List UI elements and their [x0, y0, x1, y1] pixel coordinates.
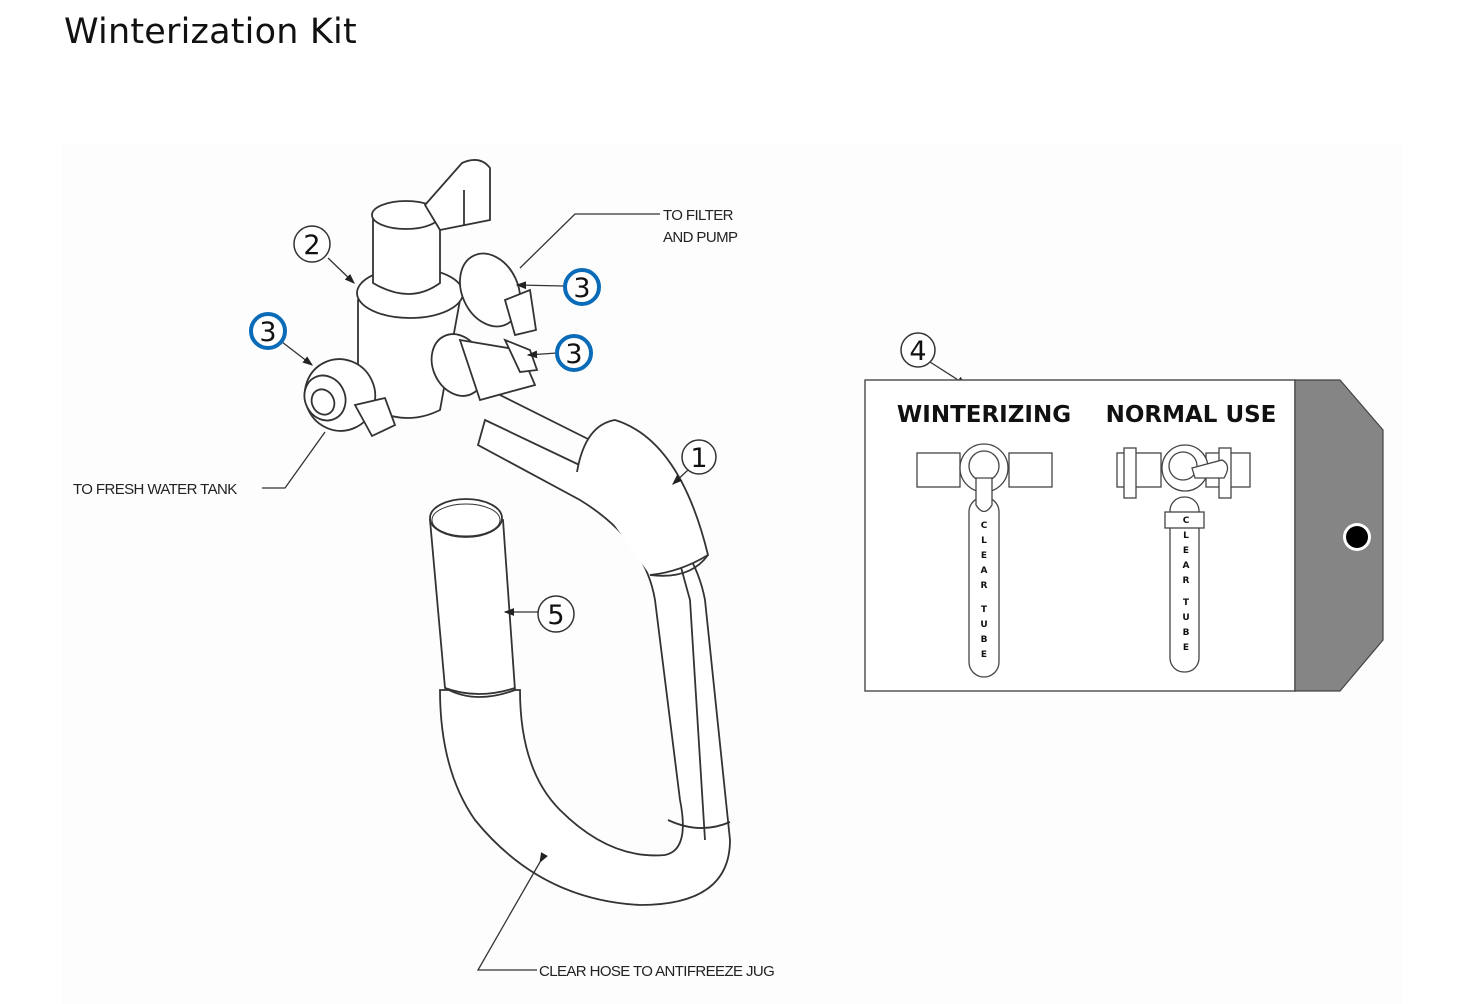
callout-3-highlighted: 3: [563, 268, 601, 306]
callout-number: B: [981, 635, 988, 645]
hose-band-upper: [576, 419, 710, 576]
leader-lines: [262, 213, 968, 971]
callout-number: L: [1183, 531, 1189, 541]
tag-normal-use-label: NORMAL USE: [1106, 402, 1277, 428]
normal-use-tube-text: C L E A R T U B E: [1182, 516, 1190, 653]
label-to-fresh-water: TO FRESH WATER TANK: [73, 481, 237, 498]
label-to-filter-1: TO FILTER: [663, 207, 734, 224]
callout-number: E: [1183, 546, 1189, 556]
callout-number: C: [1183, 516, 1190, 526]
leader-to-fresh-water: [262, 431, 326, 489]
page-title: Winterization Kit: [64, 12, 357, 52]
callout-number: T: [981, 605, 988, 615]
normal-use-valve-illustration: [1116, 444, 1251, 673]
winterizing-tube-text: C L E A R T U B E: [980, 521, 988, 660]
instruction-tag: WINTERIZING NORMAL USE C L E A R T U B E: [864, 379, 1384, 692]
callout-2: 2: [293, 225, 331, 263]
callout-number: 4: [909, 336, 926, 367]
callout-number: A: [1183, 561, 1190, 571]
callout-number: T: [1183, 598, 1190, 608]
hose-end-fitting: [429, 498, 516, 698]
callout-number: E: [981, 650, 987, 660]
leader-2: [327, 257, 355, 284]
label-clear-hose: CLEAR HOSE TO ANTIFREEZE JUG: [539, 963, 774, 980]
callout-number: 3: [259, 317, 276, 348]
leader-3a: [515, 281, 565, 290]
callout-4: 4: [900, 332, 936, 368]
hose-assembly: [439, 379, 731, 906]
winterizing-valve-illustration: [916, 443, 1053, 678]
leader-3c: [526, 350, 558, 359]
callout-number: L: [981, 536, 987, 546]
leader-1: [672, 469, 689, 485]
tag-grey-end: [1294, 379, 1384, 692]
bypass-valve: [303, 159, 539, 438]
callout-number: 1: [690, 443, 707, 474]
hose-band-lower: [667, 819, 731, 829]
callout-3-highlighted: 3: [249, 312, 287, 350]
callout-number: 3: [573, 273, 590, 304]
callout-number: U: [980, 620, 987, 630]
callout-number: 5: [547, 600, 564, 631]
callout-number: E: [1183, 643, 1189, 653]
callout-number: R: [981, 581, 988, 591]
label-to-filter-2: AND PUMP: [663, 229, 738, 246]
callout-number: U: [1182, 613, 1189, 623]
callout-number: E: [981, 551, 987, 561]
callout-number: C: [981, 521, 988, 531]
callout-3-highlighted: 3: [555, 334, 593, 372]
callout-1: 1: [681, 439, 717, 475]
callout-number: A: [981, 566, 988, 576]
callout-number: 3: [565, 339, 582, 370]
leader-3b: [281, 341, 314, 366]
tag-winterizing-label: WINTERIZING: [897, 402, 1071, 428]
callout-5: 5: [537, 595, 575, 633]
leader-to-filter: [519, 213, 660, 269]
leader-clear-hose: [476, 852, 548, 971]
callout-number: R: [1183, 576, 1190, 586]
callout-number: B: [1183, 628, 1190, 638]
callout-number: 2: [303, 230, 320, 261]
